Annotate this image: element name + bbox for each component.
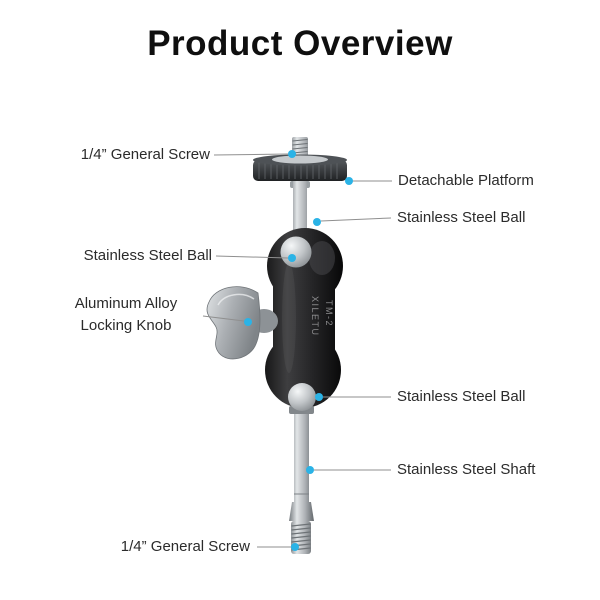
- lower-ball-part: [288, 383, 316, 411]
- callout-dot: [244, 318, 252, 326]
- callout-line: [215, 255, 289, 259]
- callout-lines: [202, 153, 392, 548]
- callout-label-lower-ball: Stainless Steel Ball: [397, 388, 526, 405]
- platform-stem: [290, 181, 310, 241]
- steel-shaft-part: [289, 400, 314, 521]
- callout-label-shaft: Stainless Steel Shaft: [397, 461, 536, 478]
- callout-label-detachable-platform: Detachable Platform: [398, 172, 534, 189]
- callout-dot: [291, 543, 299, 551]
- callout-dot: [315, 393, 323, 401]
- page-title: Product Overview: [147, 24, 453, 63]
- callout-line: [202, 315, 245, 322]
- callout-dots: [244, 150, 353, 551]
- locking-knob-part: [206, 286, 278, 360]
- callout-label-upper-ball: Stainless Steel Ball: [397, 209, 526, 226]
- callout-dot: [345, 177, 353, 185]
- callout-label-upper-ball-left: Stainless Steel Ball: [83, 247, 212, 264]
- brand-text: XILETU: [310, 296, 320, 337]
- upper-ball-part: [280, 236, 312, 268]
- locking-knob-label-line2: Locking Knob: [80, 317, 172, 334]
- callout-label-top-screw: 1/4” General Screw: [80, 146, 210, 163]
- callout-label-locking-knob: Aluminum Alloy Locking Knob: [50, 293, 202, 337]
- model-text: TM-2: [324, 300, 334, 327]
- callout-dot: [306, 466, 314, 474]
- callout-line: [320, 217, 392, 222]
- callout-dot: [288, 150, 296, 158]
- callout-line: [213, 153, 289, 156]
- callout-label-bottom-screw: 1/4” General Screw: [120, 538, 250, 555]
- locking-knob-label-line1: Aluminum Alloy: [74, 295, 178, 312]
- callout-dot: [288, 254, 296, 262]
- callout-dot: [313, 218, 321, 226]
- detachable-platform-part: [253, 154, 347, 181]
